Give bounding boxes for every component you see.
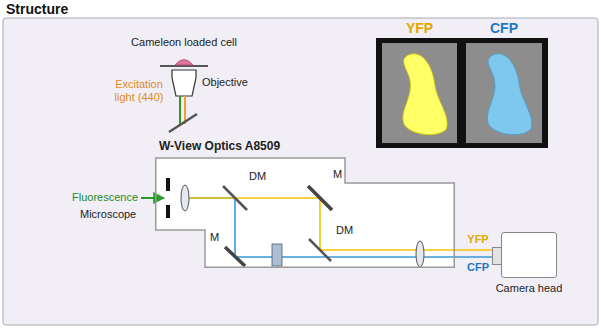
cell — [175, 60, 193, 66]
part-label: M — [333, 168, 342, 181]
part-label: Microscope — [80, 208, 136, 221]
panel-background — [3, 18, 598, 325]
filter — [272, 244, 282, 266]
lens — [416, 241, 424, 267]
channel-label: CFP — [466, 20, 542, 37]
channel-label: YFP — [466, 233, 489, 246]
dichroic-mirror — [223, 186, 247, 210]
cfp-beam — [189, 198, 455, 257]
image-frame — [376, 38, 548, 148]
camera-label: Camera head — [496, 282, 563, 295]
figure-title: Structure — [6, 1, 68, 17]
cell-image — [382, 43, 457, 143]
fluorescence-arrow — [141, 197, 164, 199]
optics-housing-fill — [155, 158, 455, 268]
unit-title: W-View Optics A8509 — [159, 139, 280, 153]
cell-shape — [487, 54, 531, 135]
objective-lens — [172, 70, 196, 96]
mirror — [308, 186, 332, 210]
part-label: Objective — [202, 76, 248, 89]
part-label: M — [210, 231, 219, 244]
camera-head: Camera head — [490, 232, 570, 298]
part-label: Cameleon loaded cell — [120, 36, 248, 49]
camera-body — [501, 232, 557, 278]
lens — [181, 185, 189, 211]
channel-label: YFP — [382, 20, 457, 37]
dichroic-mirror — [169, 114, 197, 132]
slit-blade — [166, 178, 170, 191]
channel-label: CFP — [466, 261, 490, 274]
fluorescence-beam — [179, 96, 181, 124]
image-background — [382, 43, 457, 143]
slit-blade — [166, 205, 170, 218]
cell-image — [466, 43, 542, 143]
image-panel: YFP — [382, 21, 457, 143]
image-background — [466, 43, 542, 143]
cell-shape — [403, 54, 447, 135]
dichroic-mirror — [309, 239, 331, 261]
part-label: DM — [336, 224, 353, 237]
part-label: Fluorescence — [72, 191, 138, 204]
yfp-beam — [189, 198, 455, 250]
mirror — [225, 247, 245, 266]
part-label: Excitation light (440) — [108, 78, 170, 104]
image-panel: CFP — [466, 21, 542, 143]
part-label: DM — [249, 170, 266, 183]
optics-unit: W-View Optics A8509 — [155, 136, 455, 268]
optics-outline — [155, 136, 455, 268]
housing-outline — [156, 158, 455, 267]
